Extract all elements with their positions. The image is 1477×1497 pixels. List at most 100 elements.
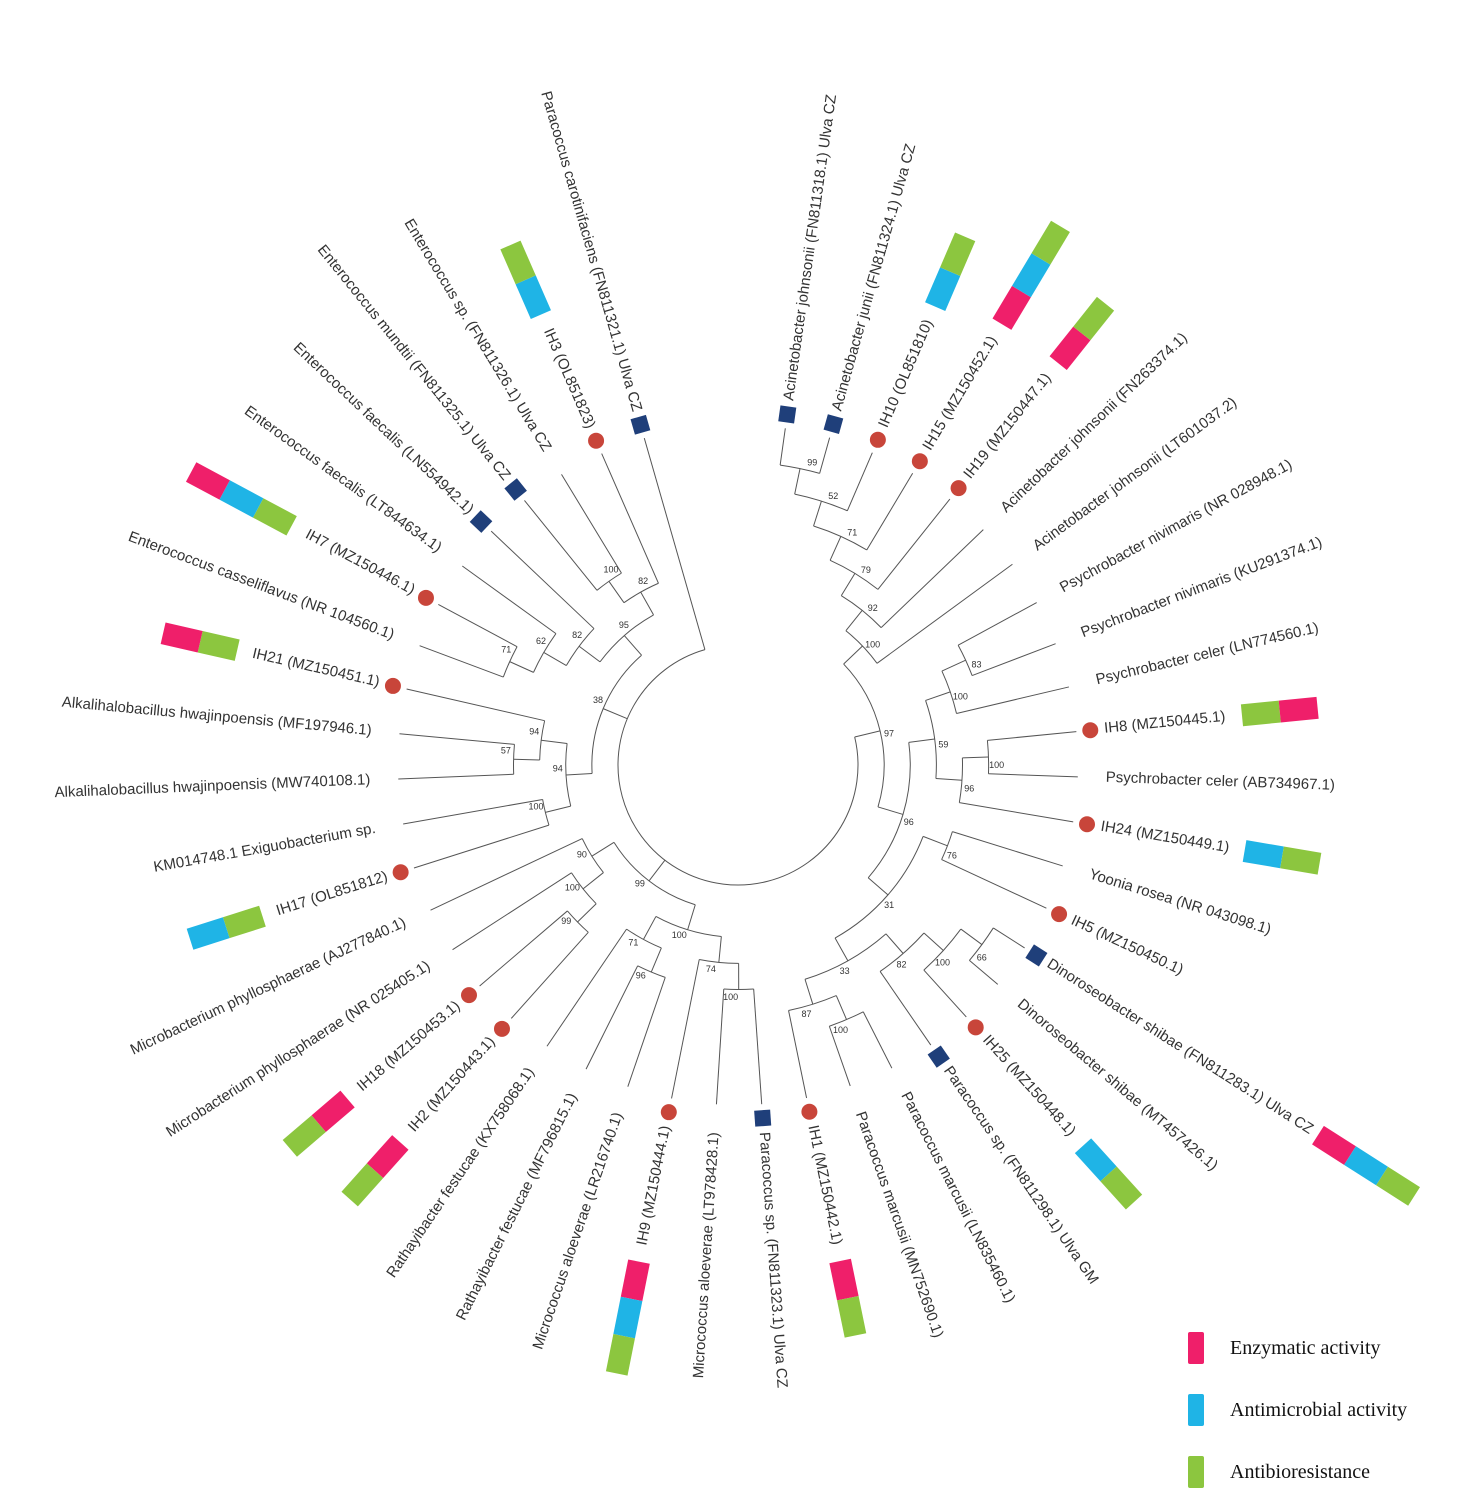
branch-line bbox=[561, 474, 622, 574]
branch-line bbox=[687, 904, 696, 930]
bootstrap-value: 38 bbox=[593, 695, 603, 705]
bootstrap-value: 31 bbox=[884, 900, 894, 910]
branch-line bbox=[578, 645, 601, 663]
leaf-label: Paracoccus sp. (FN811298.1) Ulva GM bbox=[940, 1063, 1102, 1287]
leaf-label: IH8 (MZ150445.1) bbox=[1103, 708, 1226, 737]
leaf-label: Micrococcus aloeverae (LT978428.1) bbox=[690, 1132, 723, 1379]
branch-line bbox=[854, 730, 881, 738]
activity-segment-antibioresistance bbox=[1031, 220, 1070, 265]
leaf-label: IH3 (OL851823) bbox=[540, 326, 599, 431]
branch-line bbox=[543, 652, 567, 666]
branch-line bbox=[840, 573, 856, 596]
leaf-label: IH24 (MZ150449.1) bbox=[1099, 818, 1230, 857]
branch-line bbox=[829, 536, 842, 561]
branch-line bbox=[876, 563, 1013, 664]
reference-square-marker bbox=[630, 414, 651, 435]
branch-line bbox=[941, 859, 1047, 909]
branch-line bbox=[643, 438, 706, 650]
activity-bar bbox=[186, 905, 266, 950]
bootstrap-value: 94 bbox=[529, 726, 539, 736]
branch-line bbox=[643, 916, 657, 940]
activity-segment-antimicrobial bbox=[515, 275, 551, 320]
bootstrap-value: 66 bbox=[977, 952, 987, 962]
activity-segment-antibioresistance bbox=[1376, 1166, 1420, 1206]
bootstrap-value: 33 bbox=[840, 966, 850, 976]
branch-line bbox=[490, 530, 595, 629]
branch-line bbox=[885, 933, 904, 954]
bootstrap-value: 82 bbox=[897, 960, 907, 970]
legend-swatch-enzymatic bbox=[1188, 1332, 1204, 1364]
reference-square-marker bbox=[504, 478, 527, 501]
branch-line bbox=[452, 872, 572, 951]
branch-arc bbox=[923, 928, 962, 971]
activity-segment-antibioresistance bbox=[940, 232, 976, 277]
branch-line bbox=[715, 989, 725, 1105]
activity-bar bbox=[1049, 296, 1115, 371]
branch-arc bbox=[623, 582, 659, 604]
activity-segment-antimicrobial bbox=[925, 267, 961, 311]
reference-square-marker bbox=[754, 1109, 772, 1127]
bootstrap-value: 90 bbox=[577, 849, 587, 859]
bootstrap-value: 100 bbox=[989, 760, 1004, 770]
branch-line bbox=[509, 661, 534, 673]
branch-line bbox=[601, 453, 659, 584]
activity-bar bbox=[605, 1259, 650, 1376]
branch-line bbox=[922, 835, 948, 847]
legend-label-antibioresistance: Antibioresistance bbox=[1230, 1461, 1370, 1483]
branch-line bbox=[834, 937, 849, 962]
bootstrap-value: 96 bbox=[904, 817, 914, 827]
isolate-circle-marker bbox=[1082, 722, 1099, 739]
branch-arc bbox=[571, 872, 597, 905]
activity-segment-antibioresistance bbox=[605, 1334, 635, 1376]
branch-arc bbox=[596, 572, 622, 591]
activity-segment-antimicrobial bbox=[1074, 1138, 1117, 1182]
branch-line bbox=[960, 928, 983, 945]
tree-branches bbox=[398, 428, 1078, 1105]
legend-swatch-antibioresistance bbox=[1188, 1456, 1204, 1488]
branch-line bbox=[819, 437, 831, 474]
branch-line bbox=[843, 645, 863, 665]
branch-line bbox=[846, 452, 873, 511]
leaf-label: Dinoroseobacter shibae (MT457426.1) bbox=[1014, 996, 1221, 1175]
bootstrap-value: 100 bbox=[833, 1025, 848, 1035]
branch-line bbox=[399, 733, 515, 745]
leaf-label: Enterococcus faecalis (LN554942.1) bbox=[290, 339, 477, 518]
branch-line bbox=[794, 468, 801, 495]
activity-bar bbox=[282, 1090, 355, 1157]
branch-line bbox=[952, 831, 1063, 867]
isolate-circle-marker bbox=[588, 432, 605, 449]
activity-segment-enzymatic bbox=[311, 1090, 355, 1133]
activity-segment-enzymatic bbox=[1049, 326, 1091, 371]
activity-segment-antibioresistance bbox=[222, 905, 266, 939]
activity-bar bbox=[185, 462, 297, 536]
bootstrap-value: 83 bbox=[972, 659, 982, 669]
isolate-circle-marker bbox=[967, 1019, 984, 1036]
activity-segment-antimicrobial bbox=[1012, 253, 1051, 298]
activity-segment-antibioresistance bbox=[1100, 1166, 1143, 1210]
branch-line bbox=[962, 756, 989, 759]
branch-arc bbox=[804, 933, 887, 980]
bootstrap-value: 71 bbox=[501, 645, 511, 655]
legend-label-antimicrobial: Antimicrobial activity bbox=[1230, 1399, 1407, 1421]
branch-line bbox=[845, 610, 863, 632]
activity-bar bbox=[341, 1135, 409, 1207]
bootstrap-value: 59 bbox=[938, 739, 948, 749]
branch-line bbox=[541, 739, 568, 744]
activity-segment-antibioresistance bbox=[252, 498, 297, 536]
branch-line bbox=[419, 645, 504, 678]
branch-line bbox=[403, 798, 543, 825]
branch-line bbox=[880, 529, 984, 629]
bootstrap-value: 82 bbox=[638, 576, 648, 586]
isolate-circle-marker bbox=[417, 589, 434, 606]
leaf-label: Alkalihalobacillus hwajinpoensis (MF1979… bbox=[61, 694, 372, 740]
branch-line bbox=[925, 691, 951, 701]
branch-line bbox=[971, 643, 1056, 677]
legend-swatch-antimicrobial bbox=[1188, 1394, 1204, 1426]
branch-line bbox=[923, 932, 944, 951]
leaf-label: IH7 (MZ150446.1) bbox=[303, 526, 418, 598]
isolate-circle-marker bbox=[460, 987, 477, 1004]
branch-line bbox=[545, 805, 571, 813]
leaf-label: Alkalihalobacillus hwajinpoensis (MW7401… bbox=[54, 771, 370, 801]
branch-line bbox=[640, 591, 654, 616]
